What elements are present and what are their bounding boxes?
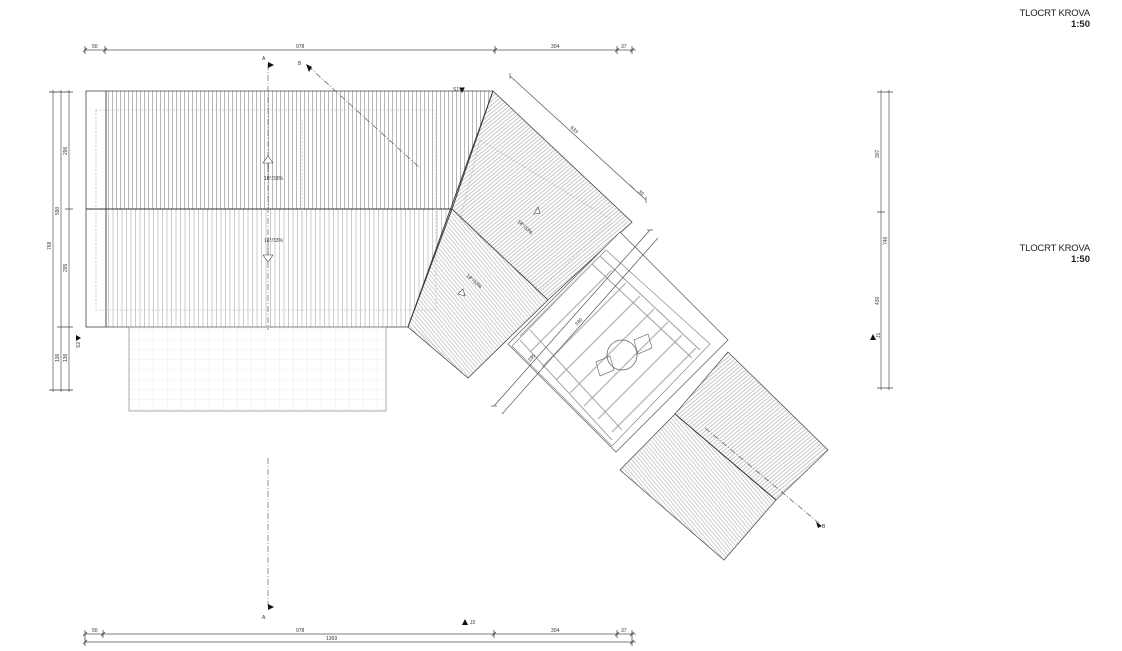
- slope-arrows: [262, 155, 541, 297]
- section-b-bottom-arrow-icon: [816, 522, 822, 528]
- view-marker-s1-icon: [459, 87, 465, 94]
- section-b-top-arrow-icon: [306, 64, 312, 72]
- dim-right-2: 430: [875, 296, 881, 305]
- view-marker-s2-label: S2: [76, 342, 82, 348]
- dim-left-inner-2: 295: [63, 263, 69, 272]
- view-marker-j1-icon: [870, 334, 876, 340]
- dim-bottom-total: 1369: [326, 636, 337, 642]
- dim-right-1: 307: [875, 149, 881, 158]
- section-a-bottom-arrow-icon: [268, 604, 274, 610]
- dim-right-total: 746: [883, 236, 889, 245]
- terrace-grid: [128, 326, 387, 412]
- wing-roof: [407, 90, 633, 379]
- drawing-title-block-2: TLOCRT KROVA 1:50: [1019, 243, 1091, 265]
- drawing-scale: 1:50: [1070, 254, 1090, 265]
- section-b-bottom-label: B: [822, 524, 826, 530]
- dim-diag-4: 295: [527, 353, 537, 363]
- dim-bottom-1: 50: [92, 628, 98, 634]
- section-line-b: [306, 64, 822, 528]
- view-marker-j1-label: J1: [876, 333, 882, 339]
- dim-left-outer: 768: [47, 241, 53, 250]
- slope-arrow-wing2-icon: [457, 288, 466, 297]
- section-line-a: [267, 62, 274, 610]
- section-a-top-label: A: [262, 56, 266, 62]
- diagonal-dimension-lines: [491, 73, 659, 415]
- view-marker-s1-label: S1: [453, 87, 459, 93]
- top-dimension-line: [82, 46, 636, 54]
- right-dimension-lines: [877, 90, 893, 390]
- dim-top-2: 978: [296, 44, 305, 50]
- left-dimension-lines: [49, 90, 73, 392]
- section-a-top-arrow-icon: [268, 62, 274, 68]
- slope-label-south: 18°/33%: [264, 238, 284, 244]
- dim-diag-3: 340: [574, 317, 584, 327]
- dim-top-1: 50: [92, 44, 98, 50]
- slope-label-north: 18°/33%: [264, 176, 284, 182]
- dim-top-4: 37: [621, 44, 627, 50]
- dim-left-inner-3: 136: [63, 353, 69, 362]
- drawing-title: TLOCRT KROVA: [1019, 243, 1091, 254]
- dim-left-mid-2: 136: [55, 353, 61, 362]
- dim-diag-1: 633: [569, 125, 579, 135]
- lower-wing-roof: [619, 351, 829, 561]
- dim-top-3: 304: [551, 44, 560, 50]
- drawing-title: TLOCRT KROVA: [1019, 8, 1091, 19]
- pergola: [507, 231, 729, 453]
- dim-bottom-4: 37: [621, 628, 627, 634]
- dim-diag-2: 30: [637, 189, 645, 197]
- dim-bottom-3: 304: [551, 628, 560, 634]
- slope-arrow-wing-icon: [533, 206, 541, 215]
- view-marker-j2-label: J2: [470, 620, 476, 626]
- drawing-scale: 1:50: [1070, 19, 1090, 30]
- view-marker-j2-icon: [462, 619, 468, 625]
- main-roof: [85, 90, 494, 328]
- section-b-top-label: B: [298, 61, 302, 67]
- bottom-dimension-lines: [82, 630, 636, 646]
- view-marker-s2-icon: [76, 335, 81, 341]
- drawing-title-block-1: TLOCRT KROVA 1:50: [1019, 8, 1091, 30]
- dim-bottom-2: 978: [296, 628, 305, 634]
- dim-left-inner-1: 296: [63, 146, 69, 155]
- section-a-bottom-label: A: [262, 615, 266, 621]
- dim-left-mid-1: 590: [55, 206, 61, 215]
